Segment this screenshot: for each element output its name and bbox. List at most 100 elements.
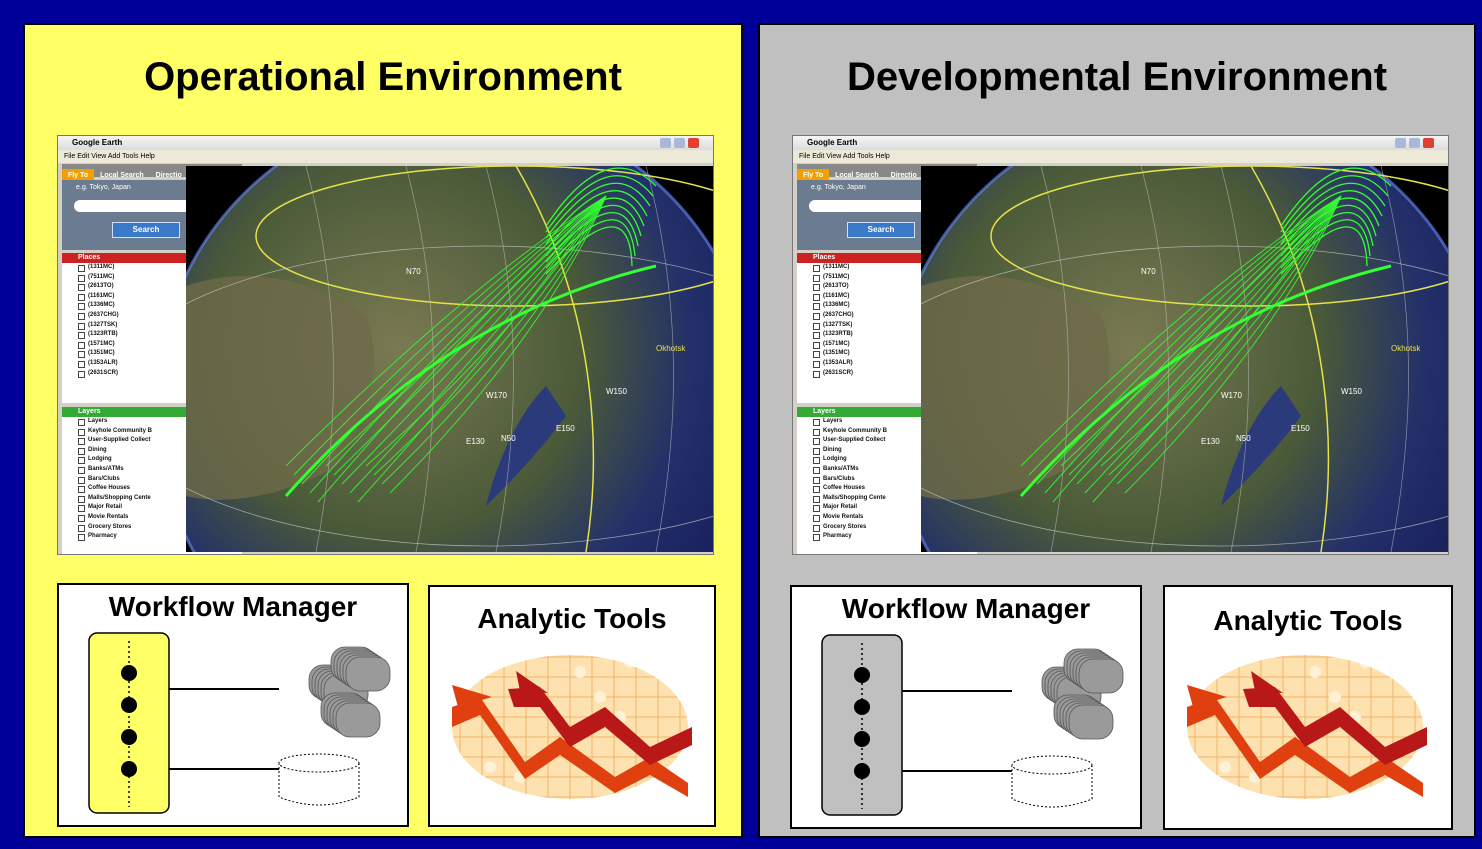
map-label: W170 [486,391,507,400]
places-item: (1336MC) [797,301,977,311]
trajectory-arc [1019,264,1392,497]
operational-workflow-manager-box: Workflow Manager [57,583,409,827]
layers-item: Coffee Houses [797,484,977,494]
trajectory-arc [333,195,607,476]
places-item: (1571MC) [797,340,977,350]
layers-item: User-Supplied Collect [797,436,977,446]
places-item: (1351MC) [797,349,977,359]
places-item: (1571MC) [62,340,242,350]
chart-dot [1309,666,1321,678]
map-label: W170 [1221,391,1242,400]
tab-directio[interactable]: Directio [155,172,182,179]
places-item: (1161MC) [62,292,242,302]
trend-arrow [508,687,692,765]
tab-local-search[interactable]: Local Search [100,172,144,179]
map-label: Okhotsk [656,344,686,353]
places-item: (1323RTB) [797,330,977,340]
trajectory-arc [1028,195,1342,476]
layers-item: Banks/ATMs [797,465,977,475]
trend-arrowhead [516,671,548,693]
tab-fly-to[interactable]: Fly To [797,169,830,182]
trajectory-arc [1280,197,1380,251]
search-button[interactable]: Search [847,222,915,238]
trajectory-arc [1280,190,1383,245]
layers-item: Banks/ATMs [62,465,242,475]
trajectory-arc [545,226,633,275]
trajectory-arc [1280,211,1374,263]
map-label: E130 [1201,437,1220,446]
window-titlebar: Google Earth [793,136,1448,150]
layers-item: Keyhole Community B [62,427,242,437]
workflow-node [121,697,137,713]
places-item: (1311MC) [62,263,242,273]
layers-item: Major Retail [797,503,977,513]
trajectory-arc [349,195,607,494]
places-item: (1353ALR) [62,359,242,369]
developmental-workflow-manager-box: Workflow Manager [790,585,1142,829]
close-button[interactable] [688,138,699,148]
layers-item: Layers [62,417,242,427]
layers-item: Dining [62,446,242,456]
developmental-title: Developmental Environment [846,55,1388,99]
maximize-button[interactable] [1409,138,1420,148]
workflow-node [121,761,137,777]
trajectory-arc [365,195,607,467]
layers-item: Malls/Shopping Cente [62,494,242,504]
menu-bar: File Edit View Add Tools Help [793,150,1448,163]
tab-directio[interactable]: Directio [890,172,917,179]
landmass [921,276,1110,500]
layers-header: Layers [62,407,242,417]
tab-local-search[interactable]: Local Search [835,172,879,179]
trajectory-arc [545,190,648,245]
tab-fly-to[interactable]: Fly To [62,169,95,182]
layers-item: Pharmacy [797,532,977,542]
trajectory-arc [1044,195,1342,494]
gear-segment [345,656,391,692]
trajectory-arc [1280,204,1377,257]
trajectory-arc [545,197,645,251]
places-item: (1336MC) [62,301,242,311]
trajectory-arc [545,167,657,227]
window-titlebar: Google Earth [58,136,713,150]
gears-icon [1041,648,1124,740]
places-item: (1327TSK) [797,321,977,331]
minimize-button[interactable] [660,138,671,148]
layers-item: Layers [797,417,977,427]
trajectory-arc [1280,182,1386,239]
trajectory-arc [1060,195,1342,467]
chart-dot [574,666,586,678]
chart-dot [624,656,636,668]
search-button[interactable]: Search [112,222,180,238]
layers-item: Pharmacy [62,532,242,542]
places-item: (1351MC) [62,349,242,359]
map-label: W150 [606,387,627,396]
trend-arrowhead [1251,671,1283,693]
trajectory-arc [389,195,607,494]
meridian-line [645,165,674,553]
workflow-manager-title: Workflow Manager [108,591,358,622]
search-hint: e.g. Tokyo, Japan [811,184,866,191]
analytic-tools-title: Analytic Tools [477,603,667,634]
maximize-button[interactable] [674,138,685,148]
workflow-node [121,665,137,681]
trajectory-arc [1100,195,1342,467]
minimize-button[interactable] [1395,138,1406,148]
places-item: (2631SCR) [62,369,242,379]
trajectory-arc [545,182,651,239]
layers-item: Malls/Shopping Cente [797,494,977,504]
close-button[interactable] [1423,138,1434,148]
layers-item: Grocery Stores [797,523,977,533]
places-item: (2637CHG) [62,311,242,321]
map-label: Okhotsk [1391,344,1421,353]
gear-segment [335,702,381,738]
trajectory-arc [545,175,654,233]
layers-item: Grocery Stores [62,523,242,533]
places-item: (1161MC) [797,292,977,302]
trajectory-arc [1020,195,1342,467]
developmental-analytic-tools-box: Analytic Tools [1163,585,1453,830]
workflow-node [121,729,137,745]
